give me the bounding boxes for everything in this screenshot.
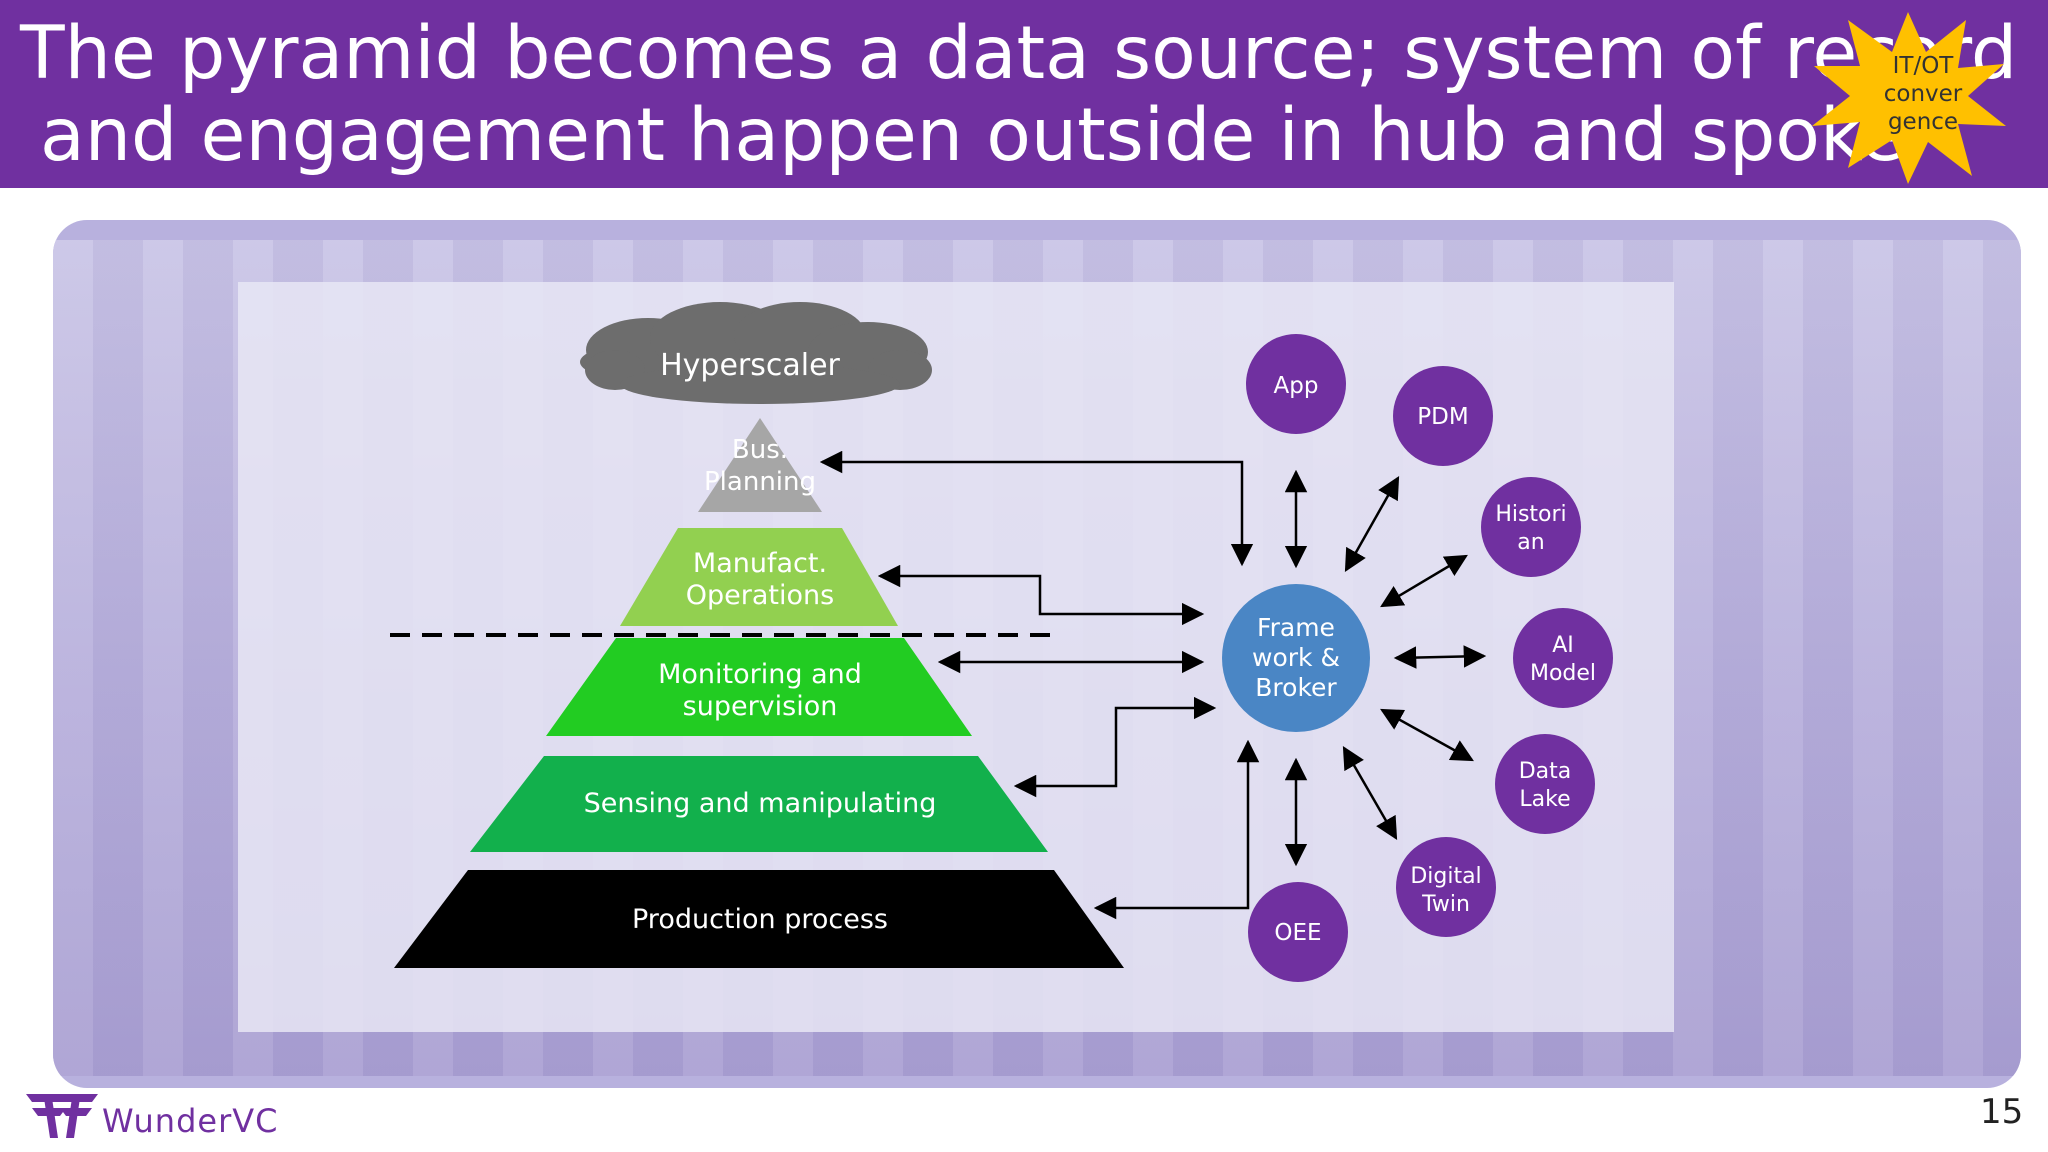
sensing-manipulating-label: Sensing and manipulating bbox=[584, 788, 937, 819]
hyperscaler-label: Hyperscaler bbox=[660, 348, 840, 383]
hub-label-2: work & bbox=[1252, 643, 1340, 672]
pyramid-level-bus-planning bbox=[698, 418, 822, 512]
hub-label-1: Frame bbox=[1257, 613, 1335, 642]
it-ot-convergence-badge: IT/OT conver gence bbox=[1883, 53, 1963, 135]
title-bar bbox=[0, 0, 2048, 188]
wundervc-logo-icon bbox=[26, 1094, 98, 1138]
monitoring-supervision-label-1: Monitoring and bbox=[658, 659, 862, 690]
manufacturing-operations-label-2: Operations bbox=[686, 580, 834, 611]
arrow-hub-pdm bbox=[1344, 476, 1400, 572]
spoke-digital-twin bbox=[1396, 837, 1496, 937]
arrow-hub-historian bbox=[1380, 554, 1468, 608]
it-ot-convergence-badge-icon bbox=[1812, 12, 2006, 184]
arrow-hub-digital-twin bbox=[1342, 746, 1398, 840]
slide-title-line-1: The pyramid becomes a data source; syste… bbox=[20, 11, 2018, 96]
pyramid-level-production-process bbox=[394, 870, 1124, 968]
spoke-pdm-label: PDM bbox=[1417, 404, 1468, 430]
spoke-ai-model bbox=[1513, 608, 1613, 708]
spoke-oee-label: OEE bbox=[1274, 920, 1321, 946]
pyramid-level-sensing-manipulating bbox=[470, 756, 1048, 852]
hub-label-3: Broker bbox=[1255, 673, 1337, 702]
spoke-historian-label-2: an bbox=[1517, 530, 1544, 555]
spoke-app bbox=[1246, 334, 1346, 434]
spoke-oee bbox=[1248, 882, 1348, 982]
bus-planning-label-2: Planning bbox=[704, 467, 816, 497]
spoke-historian bbox=[1481, 477, 1581, 577]
brand-name: WunderVC bbox=[102, 1102, 279, 1140]
arrow-bus-planning-hub bbox=[819, 450, 1254, 567]
spoke-data-lake-label-2: Lake bbox=[1519, 787, 1570, 812]
page-number: 15 bbox=[1980, 1092, 2024, 1132]
pyramid-level-monitoring-supervision bbox=[546, 638, 972, 736]
spoke-data-lake-label-1: Data bbox=[1519, 759, 1572, 784]
slide-title-line-2: and engagement happen outside in hub and… bbox=[40, 93, 1905, 178]
hyperscaler-cloud-icon bbox=[580, 302, 932, 404]
framework-broker-hub bbox=[1222, 584, 1370, 732]
spoke-app-label: App bbox=[1274, 373, 1319, 399]
spoke-historian-label-1: Histori bbox=[1495, 502, 1566, 527]
spoke-ai-model-label-2: Model bbox=[1530, 661, 1596, 686]
production-process-label: Production process bbox=[632, 904, 888, 935]
arrow-hub-data-lake bbox=[1380, 708, 1474, 762]
spoke-digital-twin-label-1: Digital bbox=[1410, 864, 1481, 889]
spoke-ai-model-label-1: AI bbox=[1552, 633, 1574, 658]
arrow-manufacturing-hub bbox=[877, 564, 1205, 626]
arrow-sensing-hub bbox=[1013, 696, 1217, 798]
manufacturing-operations-label-1: Manufact. bbox=[693, 548, 827, 579]
arrow-hub-ai-model bbox=[1393, 645, 1487, 669]
arrow-production-hub bbox=[1093, 739, 1260, 920]
bus-planning-label-1: Bus. bbox=[732, 435, 788, 465]
spoke-data-lake bbox=[1495, 734, 1595, 834]
monitoring-supervision-label-2: supervision bbox=[683, 691, 838, 722]
spoke-pdm bbox=[1393, 366, 1493, 466]
spoke-digital-twin-label-2: Twin bbox=[1421, 892, 1470, 917]
